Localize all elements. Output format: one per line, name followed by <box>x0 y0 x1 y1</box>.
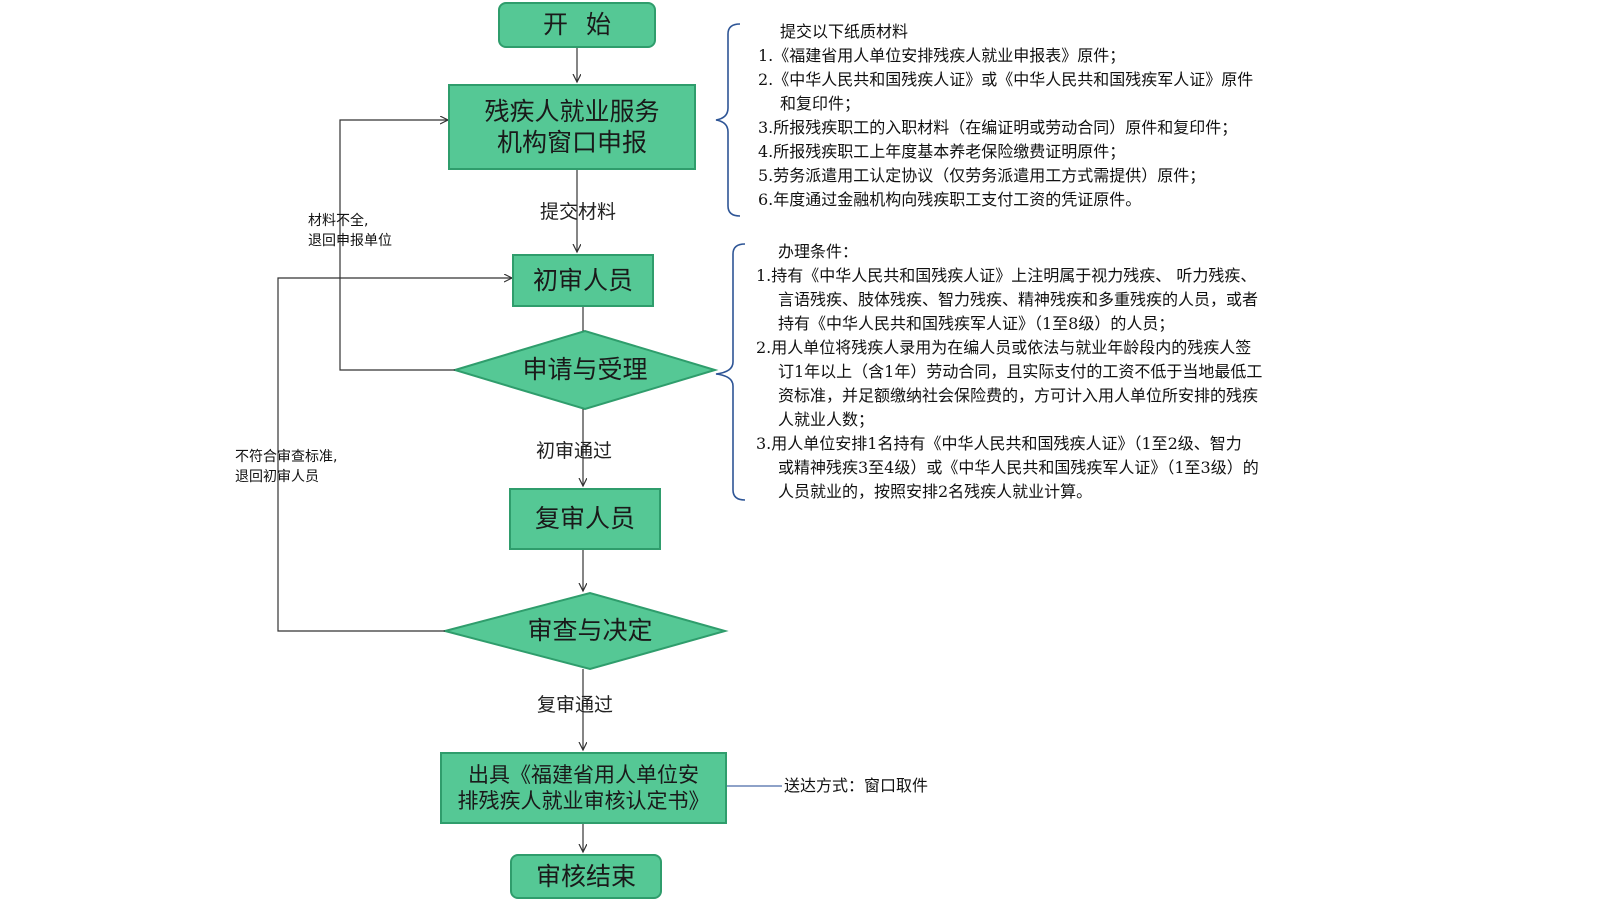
window-apply-node: 残疾人就业服务 机构窗口申报 <box>448 84 696 170</box>
start-node: 开始 <box>498 2 656 48</box>
not-meet-return-label: 不符合审查标准, 退回初审人员 <box>235 449 338 486</box>
apply-accept-label: 申请与受理 <box>522 355 648 385</box>
review-decide-diamond <box>441 591 729 671</box>
materials-note-line: 和复印件； <box>780 94 861 113</box>
conditions-note-line: 言语残疾、肢体残疾、智力残疾、精神残疾和多重残疾的人员，或者 <box>778 290 1259 309</box>
first-reviewer-node: 初审人员 <box>512 254 654 307</box>
materials-note-line: 6.年度通过金融机构向残疾职工支付工资的凭证原件。 <box>758 190 1142 209</box>
end-node: 审核结束 <box>510 854 662 899</box>
materials-note-line: 4.所报残疾职工上年度基本养老保险缴费证明原件； <box>758 142 1126 161</box>
conditions-note-line: 人就业人数； <box>778 410 875 429</box>
materials-note-line: 2.《中华人民共和国残疾人证》或《中华人民共和国残疾军人证》原件 <box>758 70 1254 89</box>
issue-cert-node: 出具《福建省用人单位安 排残疾人就业审核认定书》 <box>440 752 727 824</box>
conditions-note: 办理条件： 1.持有《中华人民共和国残疾人证》上注明属于视力残疾、 听力残疾、言… <box>756 240 1262 504</box>
delivery-label: 送达方式：窗口取件 <box>784 776 929 795</box>
conditions-note-line: 持有《中华人民共和国残疾军人证》（1至8级）的人员； <box>778 314 1175 333</box>
conditions-note-title: 办理条件： <box>778 242 859 261</box>
apply-accept-diamond <box>451 329 719 411</box>
conditions-note-line: 订1年以上（含1年）劳动合同，且实际支付的工资不低于当地最低工 <box>778 362 1263 381</box>
materials-note-title: 提交以下纸质材料 <box>780 22 909 41</box>
materials-bracket <box>715 23 741 217</box>
conditions-note-line: 资标准，并足额缴纳社会保险费的，方可计入用人单位所安排的残疾 <box>778 386 1259 405</box>
second-pass-label: 复审通过 <box>537 694 614 716</box>
conditions-note-line: 人员就业的，按照安排2名残疾人就业计算。 <box>778 482 1093 501</box>
materials-note-line: 5.劳务派遣用工认定协议（仅劳务派遣用工方式需提供）原件； <box>758 166 1206 185</box>
materials-note-line: 3.所报残疾职工的入职材料（在编证明或劳动合同）原件和复印件； <box>758 118 1238 137</box>
materials-note: 提交以下纸质材料 1.《福建省用人单位安排残疾人就业申报表》原件； 2.《中华人民… <box>758 20 1253 212</box>
incomplete-return-label: 材料不全, 退回申报单位 <box>308 213 392 250</box>
conditions-note-line: 3.用人单位安排1名持有《中华人民共和国残疾人证》（1至2级、智力 <box>756 434 1242 453</box>
conditions-note-line: 1.持有《中华人民共和国残疾人证》上注明属于视力残疾、 听力残疾、 <box>756 266 1257 285</box>
submit-materials-label: 提交材料 <box>540 201 617 223</box>
loop-incomplete-return <box>339 120 455 371</box>
conditions-bracket <box>715 243 746 501</box>
first-pass-label: 初审通过 <box>536 440 613 462</box>
conditions-note-line: 2.用人单位将残疾人录用为在编人员或依法与就业年龄段内的残疾人签 <box>756 338 1252 357</box>
second-reviewer-node: 复审人员 <box>509 488 661 550</box>
materials-note-line: 1.《福建省用人单位安排残疾人就业申报表》原件； <box>758 46 1126 65</box>
review-decide-label: 审查与决定 <box>527 616 653 646</box>
conditions-note-line: 或精神残疾3至4级）或《中华人民共和国残疾军人证》（1至3级）的 <box>778 458 1259 477</box>
loop-not-meet-return <box>277 278 512 632</box>
